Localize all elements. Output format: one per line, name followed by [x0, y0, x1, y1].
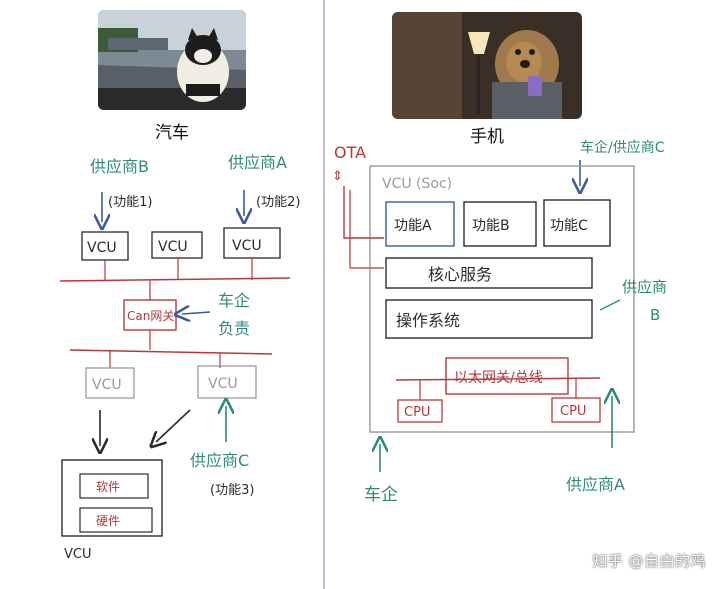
bus-line [395, 377, 601, 381]
ecu-box-4 [85, 367, 135, 399]
left-ecu-top-row: VCU VCU VCU [81, 227, 281, 280]
left-oem-line2: 负责 [218, 319, 250, 338]
function-row: 功能A 功能B 功能C [385, 199, 611, 247]
ecu-label-4: VCU [92, 377, 122, 393]
ota-bracket [343, 186, 384, 239]
ecu-label-3: VCU [232, 238, 262, 254]
watermark: 知乎 @自由的鸡 [592, 552, 706, 570]
left-bus-top [59, 277, 291, 282]
os-box [385, 299, 593, 339]
right-supplier-b-arrow [599, 299, 621, 311]
left-supplier-a-func: (功能2) [256, 195, 300, 210]
left-supplier-b-func: (功能1) [108, 195, 152, 210]
ecu-box-2 [151, 231, 203, 259]
ecu-label-5: VCU [208, 376, 238, 392]
phone-caption: 手机 [470, 127, 504, 147]
function-b-box [463, 201, 537, 247]
left-suppliers: 供应商B (功能1) 供应商A (功能2) [90, 153, 300, 222]
cpu-label-2: CPU [560, 404, 586, 419]
detail-label: VCU [64, 547, 92, 562]
right-supplier-top: 车企/供应商C [580, 139, 665, 156]
vcu-detail-box: 软件 硬件 VCU [61, 459, 163, 562]
detail-hardware: 硬件 [96, 514, 120, 528]
right-supplier-b-line1: 供应商 [622, 278, 667, 296]
detail-software: 软件 [96, 480, 120, 494]
detail-hardware-box [79, 507, 153, 533]
core-service-box [385, 257, 593, 289]
left-supplier-c: 供应商C [190, 451, 249, 470]
function-a-box [385, 201, 455, 247]
left-ecu-bottom-row: VCU VCU [85, 365, 257, 399]
left-oem-line1: 车企 [218, 291, 250, 310]
right-oem: 车企 [364, 485, 398, 505]
ethernet-label: 以太网关/总线 [454, 370, 543, 386]
can-gateway: Can网关 [123, 299, 177, 331]
os-label: 操作系统 [396, 311, 460, 330]
car-caption: 汽车 [155, 123, 189, 143]
left-bus-bottom [69, 349, 273, 355]
ota-label: OTA [334, 143, 366, 162]
function-c: 功能C [550, 218, 588, 234]
ecu-label-1: VCU [87, 240, 117, 256]
left-supplier-c-func: (功能3) [210, 483, 254, 498]
ota-updown: ⇕ [332, 169, 343, 184]
core-service: 核心服务 [428, 265, 492, 284]
soc-label: VCU (Soc) [382, 176, 452, 192]
right-supplier-b-line2: B [650, 306, 660, 324]
car-cat-photo [98, 10, 246, 110]
soc-frame [369, 165, 635, 433]
left-oem-arrow [182, 312, 211, 314]
ethernet-gateway: 以太网关/总线 [445, 357, 569, 395]
cpu-label-1: CPU [404, 405, 430, 420]
ecu-label-2: VCU [158, 239, 188, 255]
phone-dog-photo [392, 12, 582, 119]
function-b: 功能B [472, 218, 510, 234]
left-supplier-a: 供应商A [228, 153, 287, 172]
function-c-box [543, 199, 611, 247]
detail-software-box [79, 473, 149, 499]
can-gateway-label: Can网关 [127, 309, 174, 323]
left-supplier-b: 供应商B [90, 157, 149, 176]
function-a: 功能A [394, 218, 432, 234]
right-supplier-a: 供应商A [566, 475, 625, 494]
left-down-arrow-2 [156, 409, 191, 442]
